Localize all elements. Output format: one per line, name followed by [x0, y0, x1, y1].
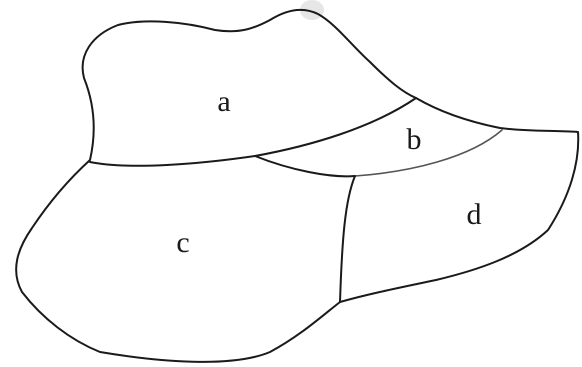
border-a-b	[254, 97, 417, 157]
region-label-d: d	[467, 198, 482, 231]
region-label-c: c	[176, 226, 189, 259]
region-label-a: a	[217, 85, 230, 118]
border-b-d	[354, 129, 503, 177]
outer-boundary	[15, 8, 580, 363]
border-b-cd	[254, 155, 356, 178]
border-c-d	[339, 175, 356, 303]
region-label-b: b	[407, 123, 422, 156]
border-a-c	[89, 155, 256, 167]
